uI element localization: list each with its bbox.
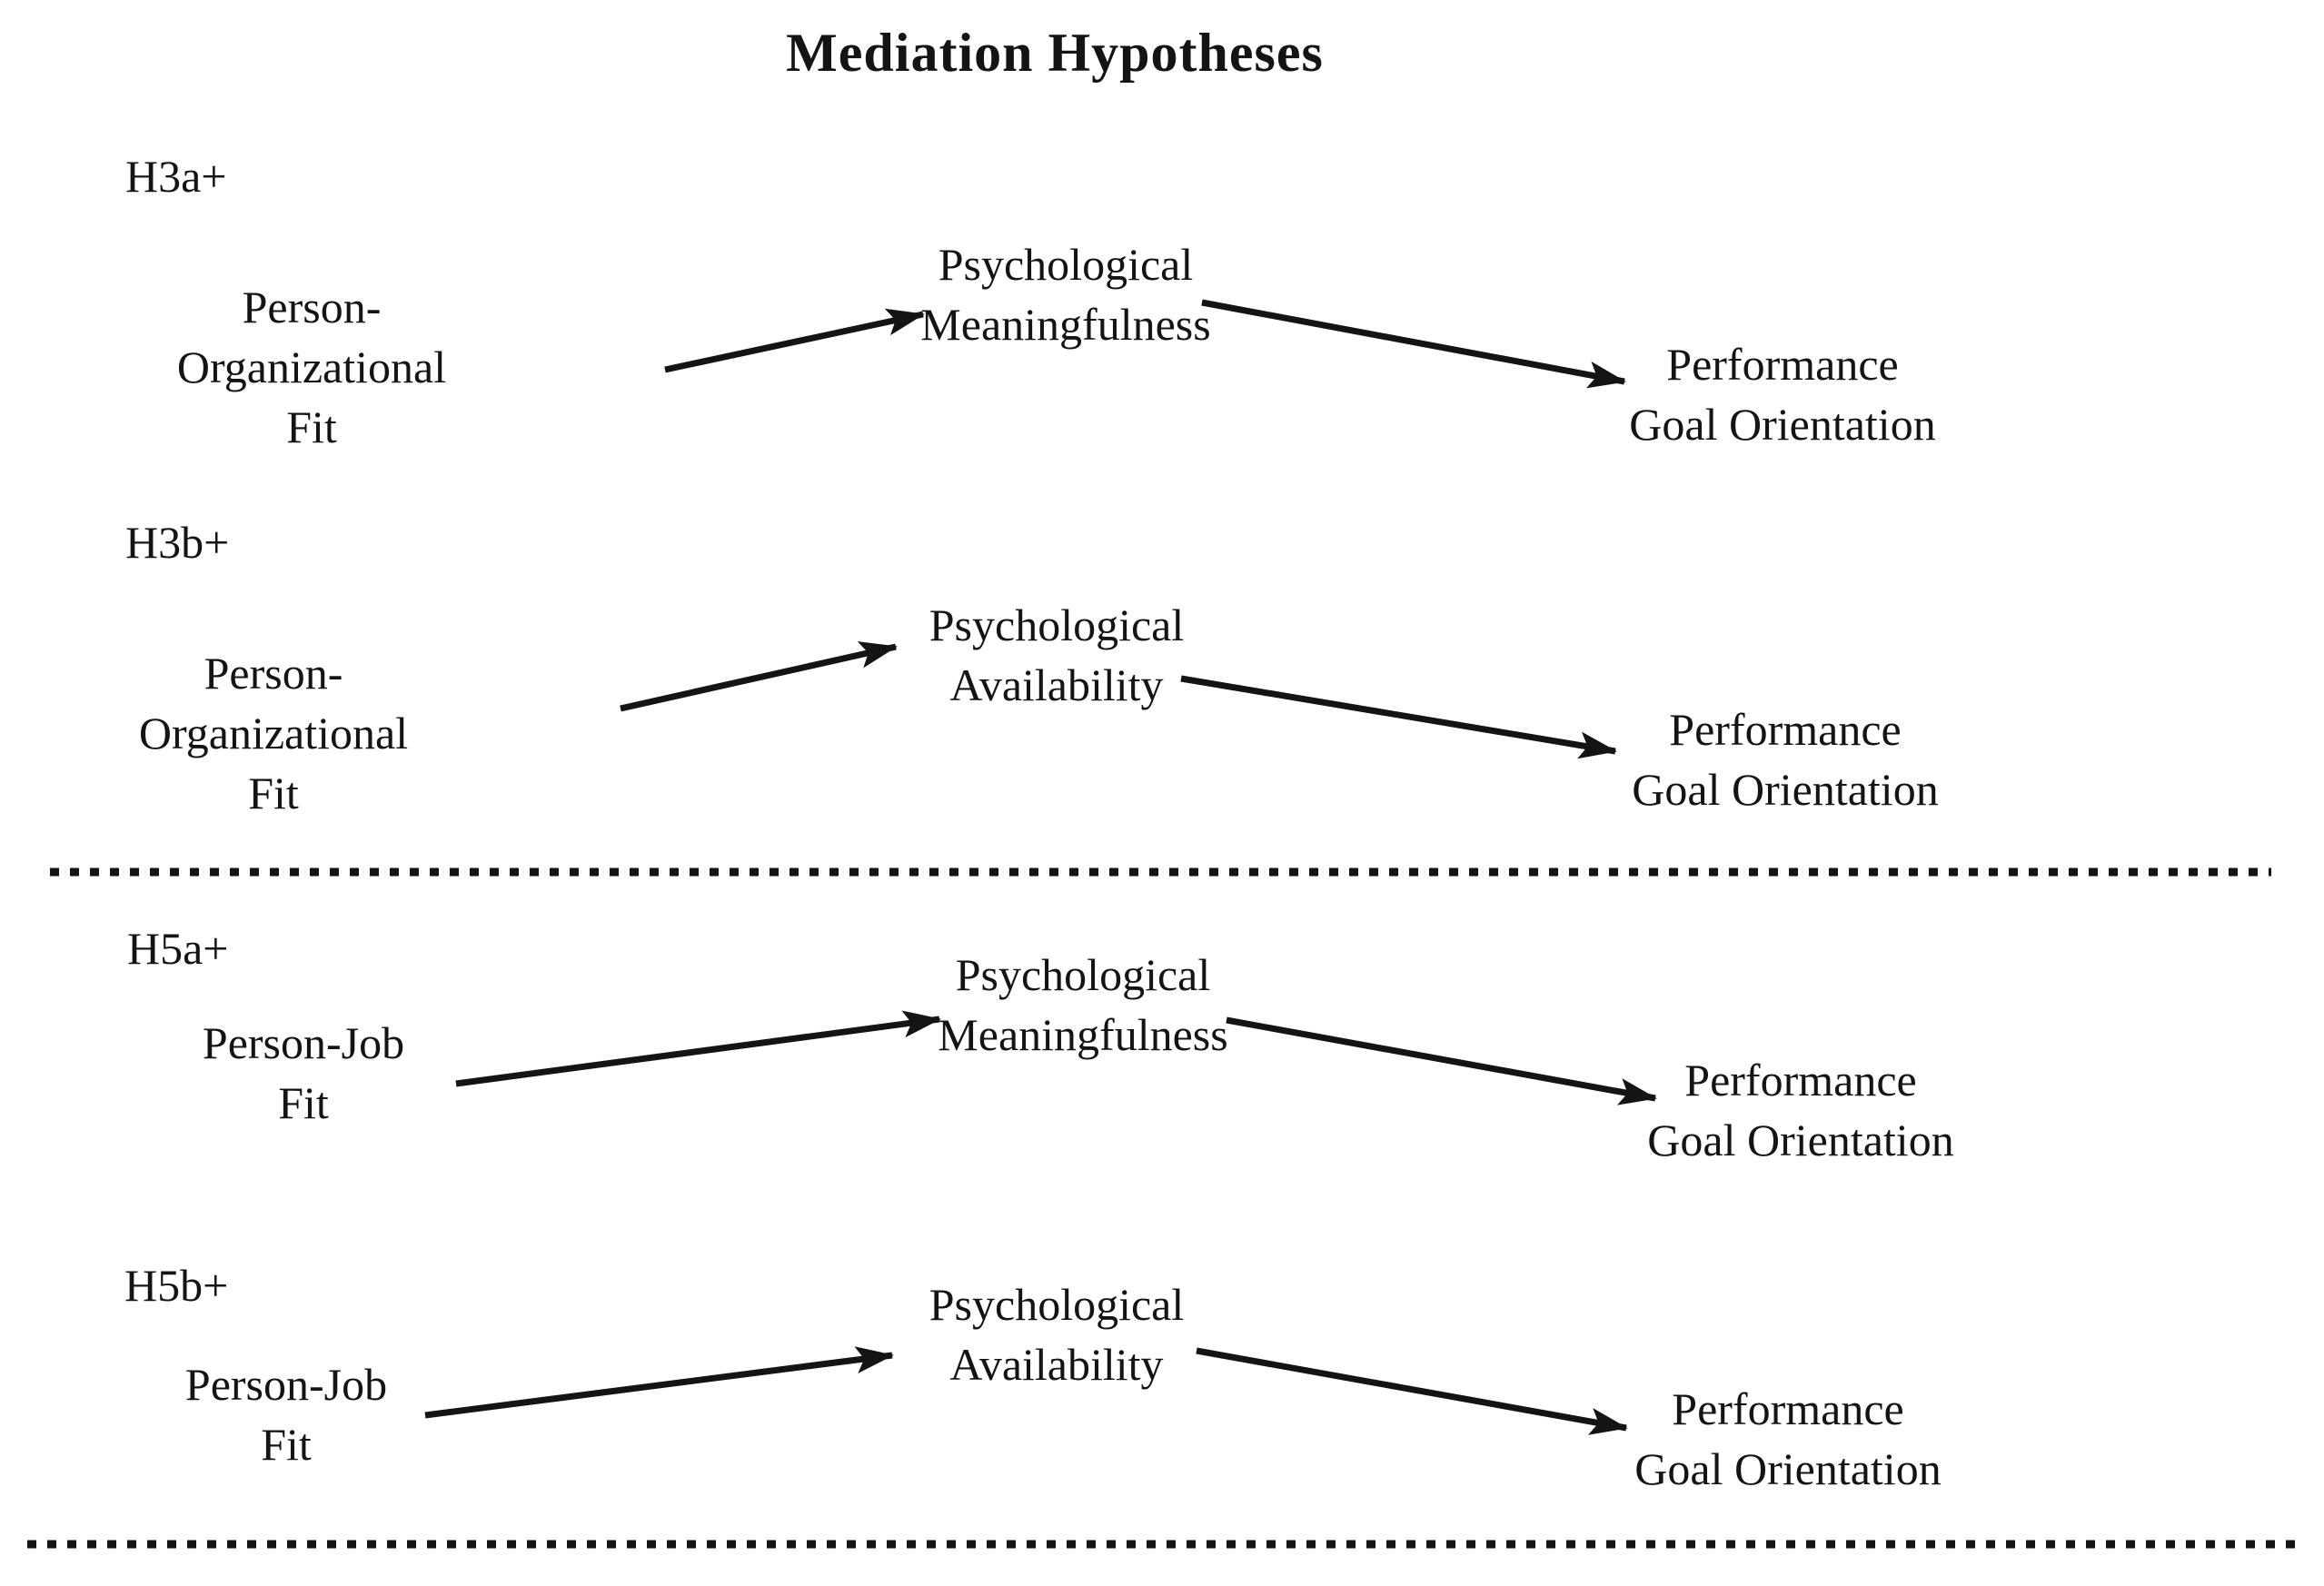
outcome-line: Performance <box>1672 1383 1904 1434</box>
outcome-line: Performance <box>1669 704 1902 755</box>
mediator-line: Psychological <box>955 949 1211 1000</box>
h5b-hypothesis-label: H5b+ <box>124 1260 229 1311</box>
outcome-line: Goal Orientation <box>1632 764 1939 815</box>
h5a-predictor-node: Person-Job Fit <box>203 1013 404 1133</box>
h5b-mediator-node: Psychological Availability <box>929 1274 1185 1394</box>
diagram-title: Mediation Hypotheses <box>786 23 1324 83</box>
h3a-mediator-node: Psychological Meaningfulness <box>920 234 1210 354</box>
outcome-line: Goal Orientation <box>1629 399 1936 450</box>
predictor-line: Organizational <box>176 342 447 392</box>
h3a-outcome-node: Performance Goal Orientation <box>1629 334 1935 454</box>
predictor-line: Person-Job <box>202 1017 405 1068</box>
predictor-line: Person-Job <box>184 1359 388 1410</box>
h5a-mediator-to-outcome-arrow <box>1226 1016 1657 1105</box>
h3b-predictor-to-mediator-arrow <box>620 641 898 712</box>
outcome-line: Performance <box>1684 1055 1917 1105</box>
h3b-mediator-node: Psychological Availability <box>929 595 1185 715</box>
predictor-line: Fit <box>261 1419 312 1470</box>
mediator-line: Psychological <box>938 239 1194 290</box>
h5b-predictor-to-mediator-arrow <box>424 1346 894 1419</box>
h3a-predictor-node: Person- Organizational Fit <box>177 277 446 457</box>
h3b-outcome-node: Performance Goal Orientation <box>1632 699 1938 819</box>
predictor-line: Person- <box>204 648 343 699</box>
predictor-line: Fit <box>286 401 337 452</box>
h5a-predictor-to-mediator-arrow <box>455 1010 941 1087</box>
mediator-line: Psychological <box>929 1279 1185 1330</box>
h3b-predictor-node: Person- Organizational Fit <box>139 643 408 823</box>
predictor-line: Fit <box>278 1077 329 1128</box>
outcome-line: Goal Orientation <box>1647 1115 1954 1165</box>
mediator-line: Meaningfulness <box>920 299 1211 350</box>
h5b-outcome-node: Performance Goal Orientation <box>1634 1379 1941 1499</box>
h3a-hypothesis-label: H3a+ <box>125 151 227 202</box>
mediator-line: Meaningfulness <box>938 1009 1228 1060</box>
h5b-mediator-to-outcome-arrow <box>1196 1347 1628 1435</box>
h5a-outcome-node: Performance Goal Orientation <box>1647 1050 1953 1170</box>
h5b-predictor-node: Person-Job Fit <box>185 1354 387 1474</box>
mediator-line: Psychological <box>929 600 1185 650</box>
predictor-line: Organizational <box>138 708 409 758</box>
h3a-predictor-to-mediator-arrow <box>664 308 925 373</box>
h3a-mediator-to-outcome-arrow <box>1201 299 1626 389</box>
mediator-line: Availability <box>949 659 1164 710</box>
mediator-line: Availability <box>949 1339 1164 1390</box>
predictor-line: Fit <box>248 768 299 818</box>
predictor-line: Person- <box>242 282 382 332</box>
h3b-hypothesis-label: H3b+ <box>125 517 230 568</box>
h5a-mediator-node: Psychological Meaningfulness <box>938 945 1227 1065</box>
h3b-mediator-to-outcome-arrow <box>1180 675 1617 759</box>
h5a-hypothesis-label: H5a+ <box>127 923 229 974</box>
outcome-line: Performance <box>1666 339 1899 390</box>
outcome-line: Goal Orientation <box>1634 1443 1942 1494</box>
